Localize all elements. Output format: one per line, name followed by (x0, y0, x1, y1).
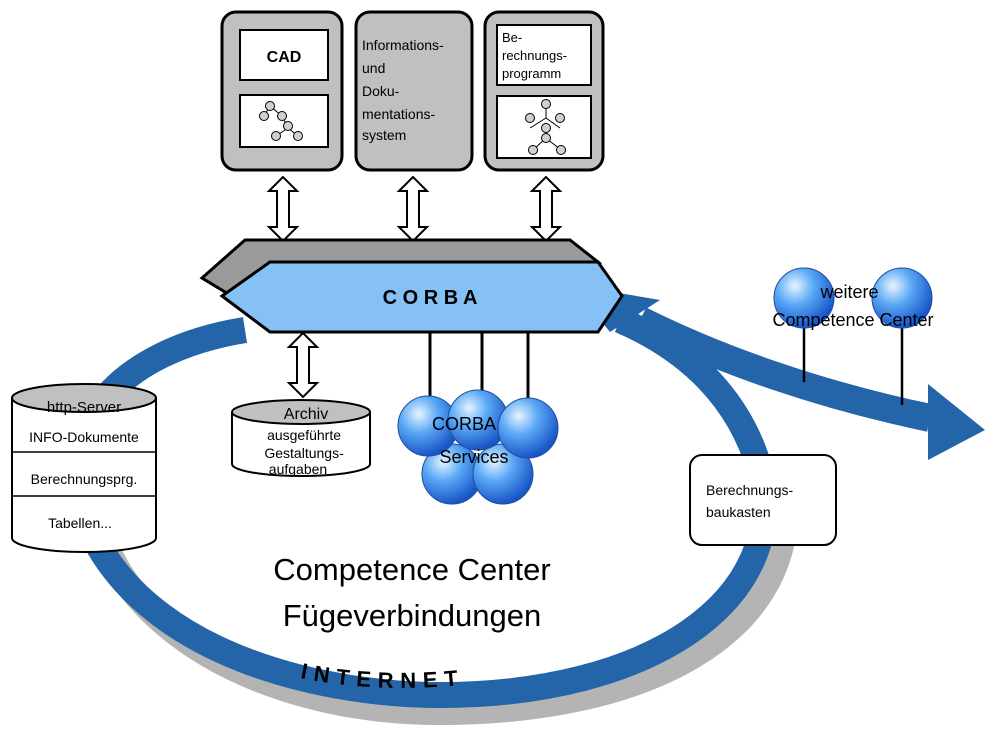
server-item-tables: Tabellen... (48, 515, 112, 531)
toolkit-box: Berechnungs- baukasten (689, 454, 837, 546)
tree-icon (525, 99, 566, 155)
info-line-5: system (362, 127, 406, 143)
further-centers: weitere Competence Center (772, 267, 934, 405)
calculation-module: Be- rechnungs- programm (483, 10, 605, 172)
services-line-2: Services (439, 447, 508, 467)
center-title: Competence Center Fügeverbindungen (273, 552, 550, 633)
http-server-database: http-Server INFO-Dokumente Berechnungspr… (11, 383, 157, 553)
svg-text:CORBA Services: CORBA Services (432, 414, 509, 467)
tree-icon (259, 101, 303, 141)
svg-text:Informations- und: Informations- und Doku- mentations- syst… (362, 37, 448, 143)
corba-services: CORBA Services (397, 389, 559, 505)
info-line-4: mentations- (362, 106, 435, 122)
server-item-info: INFO-Dokumente (29, 429, 139, 445)
service-connectors (428, 333, 530, 405)
toolkit-line-1: Berechnungs- (706, 482, 794, 498)
archive-line-1: ausgeführte (267, 427, 341, 443)
svg-text:ausgeführte Gestaltungs-: ausgeführte Gestaltungs- aufgaben (264, 427, 347, 477)
calc-line-2: rechnungs- (502, 48, 567, 63)
archive-line-3: aufgaben (269, 461, 327, 477)
outgoing-arrow (633, 307, 985, 460)
server-item-calc: Berechnungsprg. (31, 471, 138, 487)
calc-line-3: programm (502, 66, 561, 81)
corba-label: C O R B A (383, 287, 478, 309)
info-line-2: und (362, 60, 385, 76)
archive-line-2: Gestaltungs- (264, 445, 344, 461)
double-arrow-info (396, 175, 430, 243)
svg-text:Berechnungs- baukasten: Berechnungs- baukasten (706, 482, 797, 520)
svg-text:weitere Competence Cente: weitere Competence Center (772, 282, 933, 330)
further-line-1: weitere (819, 282, 878, 302)
archive-database: Archiv ausgeführte Gestaltungs- aufgaben (231, 399, 371, 477)
svg-text:Be- rechnungs- pro: Be- rechnungs- programm (502, 30, 571, 81)
calc-line-1: Be- (502, 30, 522, 45)
info-system-module: Informations- und Doku- mentations- syst… (354, 10, 474, 172)
info-line-3: Doku- (362, 83, 400, 99)
corba-bus: C O R B A (199, 238, 624, 334)
center-line-1: Competence Center (273, 552, 550, 587)
server-title: http-Server (47, 399, 121, 416)
cad-module: CAD (220, 10, 344, 172)
services-line-1: CORBA (432, 414, 496, 434)
toolkit-line-2: baukasten (706, 504, 771, 520)
cad-label: CAD (267, 49, 302, 66)
center-line-2: Fügeverbindungen (283, 598, 542, 633)
double-arrow-calc (529, 175, 563, 243)
info-line-1: Informations- (362, 37, 444, 53)
further-line-2: Competence Center (772, 310, 933, 330)
double-arrow-cad (266, 175, 300, 243)
archive-title: Archiv (284, 406, 328, 423)
double-arrow-archive (286, 331, 320, 399)
